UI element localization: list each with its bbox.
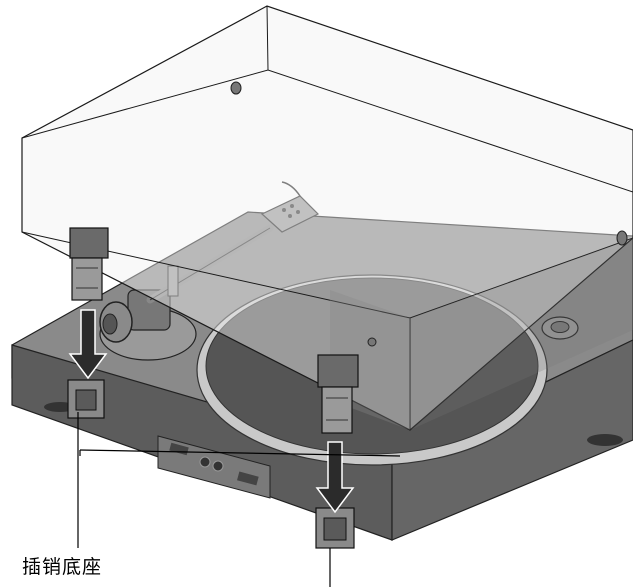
foot-right <box>587 434 623 446</box>
callout-label-hinge-base: 插销底座 <box>22 556 103 578</box>
dust-cover <box>21 5 633 431</box>
speed-knob <box>541 316 579 340</box>
hinge-icon <box>317 354 359 388</box>
hinge-right <box>317 354 359 434</box>
turntable-right-face <box>391 339 633 541</box>
platter-mat <box>205 277 539 455</box>
arrow-left <box>68 309 108 380</box>
arrow-right <box>315 441 355 514</box>
hinge-icon <box>69 227 109 259</box>
platter <box>196 274 548 466</box>
callout-leader-lines <box>77 412 401 587</box>
hinge-base-right <box>315 507 355 549</box>
hinge-base-left <box>67 379 105 419</box>
down-arrow-icon <box>68 309 108 380</box>
tonearm <box>99 181 320 361</box>
down-arrow-icon <box>315 441 355 514</box>
hinge-left <box>69 227 109 301</box>
